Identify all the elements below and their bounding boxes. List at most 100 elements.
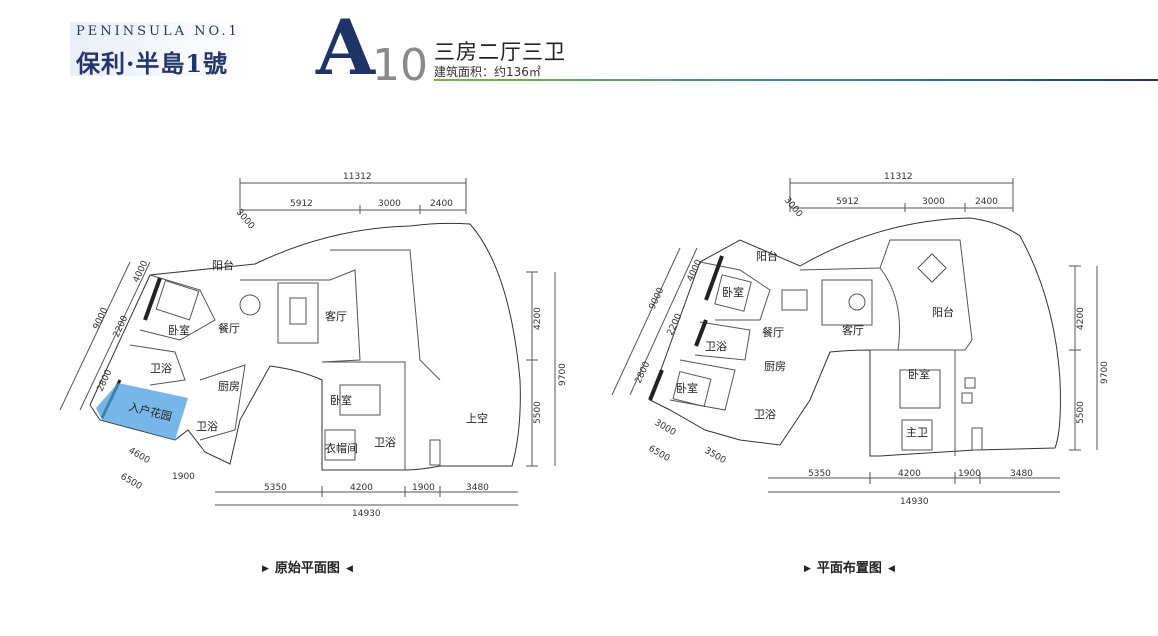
dim-label: 9700 xyxy=(1100,361,1110,384)
room-label: 卧室 xyxy=(722,285,744,299)
dim-label: 3000 xyxy=(378,199,401,209)
dim-label: 9700 xyxy=(558,363,568,386)
interior-wall xyxy=(330,249,441,381)
dim-label: 4000 xyxy=(686,258,705,283)
dim-label: 5912 xyxy=(836,197,859,207)
room-label: 厨房 xyxy=(218,380,240,393)
room-label: 客厅 xyxy=(325,309,347,323)
bed-master xyxy=(899,369,941,409)
room-label: 餐厅 xyxy=(218,321,240,335)
dim-label: 2400 xyxy=(430,199,453,209)
room-label: 阳台 xyxy=(212,258,234,272)
dim-label: 1900 xyxy=(172,472,195,482)
room-label: 主卫 xyxy=(906,426,928,439)
sofa-group xyxy=(821,279,873,326)
dim-label: 2200 xyxy=(666,312,685,337)
bed-upper xyxy=(714,274,752,312)
room-label: 客厅 xyxy=(842,323,864,337)
caption-marker-right: ◀ xyxy=(887,563,895,574)
dim-label: 4200 xyxy=(533,307,543,330)
dim-label: 14930 xyxy=(900,497,929,507)
brand-background xyxy=(70,22,254,76)
dim-label: 2800 xyxy=(634,360,653,385)
room-label: 餐厅 xyxy=(762,325,784,339)
room-label: 衣帽间 xyxy=(325,441,358,455)
coffee-table xyxy=(848,293,866,311)
room-label: 上空 xyxy=(466,411,488,425)
dim-label: 9000 xyxy=(648,286,667,311)
bath-wall xyxy=(129,344,186,386)
room-label: 卧室 xyxy=(676,381,698,395)
bed-master xyxy=(339,384,381,416)
dim-label: 3480 xyxy=(1010,469,1033,479)
room-label: 卫浴 xyxy=(754,408,776,421)
dim-label: 3000 xyxy=(922,197,945,207)
caption-layout-plan: ▶ 平面布置图 ◀ xyxy=(798,557,901,576)
kitchen-wall xyxy=(199,364,246,441)
sofa-group xyxy=(277,282,319,344)
living-wall xyxy=(799,239,973,351)
brand-chinese-logo: 保利·半島1號 xyxy=(76,49,229,78)
dim-label: 14930 xyxy=(352,509,381,519)
bathtub xyxy=(429,439,441,466)
dim-label: 11312 xyxy=(884,172,913,182)
coffee-table xyxy=(289,297,307,325)
master-bath xyxy=(901,419,933,451)
bathtub xyxy=(971,427,983,451)
caption-marker-right: ◀ xyxy=(345,563,353,574)
outer-shell xyxy=(89,222,521,471)
walk-in-closet xyxy=(324,429,356,461)
dim-label: 4200 xyxy=(898,469,921,479)
caption-text: 原始平面图 xyxy=(274,561,340,576)
dim-label: 5500 xyxy=(1076,401,1086,424)
unit-area: 建筑面积：约136㎡ xyxy=(434,65,541,79)
room-label: 阳台 xyxy=(756,249,778,263)
room-label: 卧室 xyxy=(330,393,352,407)
living-wall xyxy=(240,269,361,363)
caption-marker-left: ▶ xyxy=(262,563,269,574)
caption-marker-left: ▶ xyxy=(804,563,811,574)
brand-english: PENINSULA NO.1 xyxy=(76,24,240,39)
header: PENINSULA NO.1 保利·半島1號 A 10 三房二厅三卫 建筑面积：… xyxy=(0,0,1158,100)
caption-original-plan: ▶ 原始平面图 ◀ xyxy=(256,557,359,576)
dim-label: 11312 xyxy=(343,172,372,182)
entry-garden-highlight xyxy=(96,383,188,440)
bedroom-wall xyxy=(322,361,406,470)
outer-shell xyxy=(649,217,1061,457)
dim-label: 1900 xyxy=(958,469,981,479)
room-label: 卫浴 xyxy=(705,340,727,353)
room-label: 卫浴 xyxy=(374,436,396,449)
bath-wall xyxy=(694,321,751,361)
dim-label: 4200 xyxy=(350,483,373,493)
room-label: 厨房 xyxy=(764,360,786,373)
unit-letter: A xyxy=(316,3,375,92)
dining-table xyxy=(239,294,261,316)
room-label: 卧室 xyxy=(168,323,190,337)
dim-label: 5350 xyxy=(808,469,831,479)
unit-type: 三房二厅三卫 xyxy=(434,40,566,64)
room-label: 卫浴 xyxy=(150,362,172,375)
dim-label: 3480 xyxy=(466,483,489,493)
unit-number: 10 xyxy=(372,40,428,91)
dim-label: 5350 xyxy=(264,483,287,493)
room-label: 卫浴 xyxy=(196,420,218,433)
balcony-wall xyxy=(879,267,901,351)
dim-label: 6500 xyxy=(647,444,672,464)
dim-label: 3000 xyxy=(653,418,678,438)
master-bedroom-wall xyxy=(870,349,956,456)
dim-label: 5500 xyxy=(533,401,543,424)
room-label: 阳台 xyxy=(932,305,954,319)
bed-left xyxy=(155,279,200,321)
bedroom-wall-upper xyxy=(699,261,771,321)
dim-label: 1900 xyxy=(412,483,435,493)
bedroom-wall-left xyxy=(139,274,216,341)
dim-label: 4200 xyxy=(1076,307,1086,330)
lounge-chair xyxy=(964,377,976,389)
patio-table xyxy=(917,253,947,283)
lounge-chair xyxy=(961,392,973,404)
header-divider xyxy=(434,79,1158,81)
dim-label: 2400 xyxy=(975,197,998,207)
caption-text: 平面布置图 xyxy=(816,561,882,576)
